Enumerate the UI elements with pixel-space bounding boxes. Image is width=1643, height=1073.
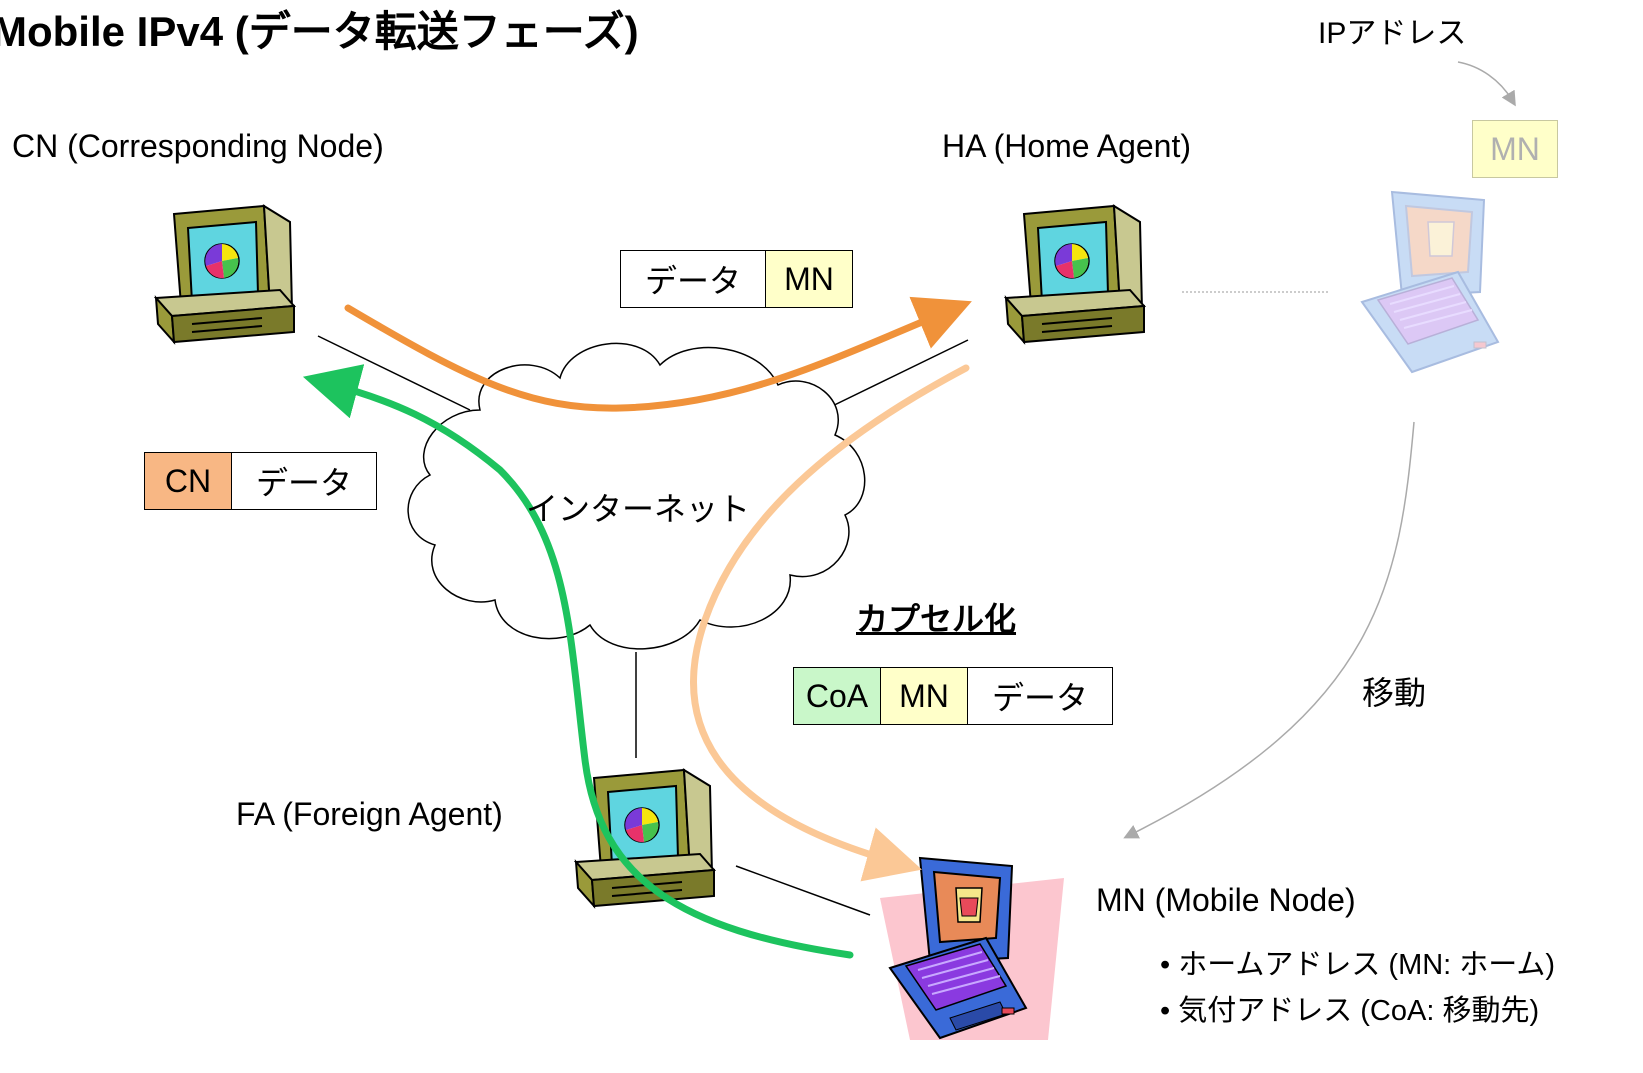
mn-home-address-text: MN [1490,130,1540,167]
ip-address-pointer [1457,61,1516,107]
fa-mn-link-line [735,865,871,916]
care-of-address-item: 気付アドレス (CoA: 移動先) [1160,988,1555,1034]
ha-to-mn-arrow [690,364,970,882]
packet-coa-cell: CoA [794,668,880,724]
packet-encapsulated: CoA MN データ [793,667,1113,725]
ha-link-line [819,339,969,413]
ha-label: HA (Home Agent) [942,128,1191,164]
packet-mn-cell: MN [880,668,967,724]
move-label: 移動 [1362,675,1427,711]
cn-label: CN (Corresponding Node) [12,128,384,164]
packet-cn-cell: CN [145,453,231,509]
cn-computer-icon [155,205,295,343]
home-address-item: ホームアドレス (MN: ホーム) [1160,942,1555,988]
cn-to-ha-arrow [344,296,972,412]
mn-home-address-box: MN [1472,120,1558,178]
mn-home-laptop-faded-icon [1361,191,1499,373]
packet-mn-cell: MN [765,251,852,307]
packet-data-cell: データ [967,668,1112,724]
move-arrow [1123,421,1415,839]
packet-to-ha: データ MN [620,250,853,308]
packet-data-cell: データ [231,453,376,509]
fa-label: FA (Foreign Agent) [236,796,503,832]
encapsulation-label: カプセル化 [856,601,1017,637]
internet-cloud [407,342,866,650]
packet-data-cell: データ [621,251,765,307]
ip-address-label: IPアドレス [1318,17,1467,50]
mn-to-cn-arrow [302,364,854,959]
ha-computer-icon [1005,205,1145,343]
mn-address-list: ホームアドレス (MN: ホーム) 気付アドレス (CoA: 移動先) [1160,942,1555,1034]
packet-from-mn: CN データ [144,452,377,510]
cn-link-line [317,335,471,411]
mn-label: MN (Mobile Node) [1096,882,1356,918]
page-title: Mobile IPv4 (データ転送フェーズ) [0,8,639,55]
internet-label: インターネット [526,491,751,527]
